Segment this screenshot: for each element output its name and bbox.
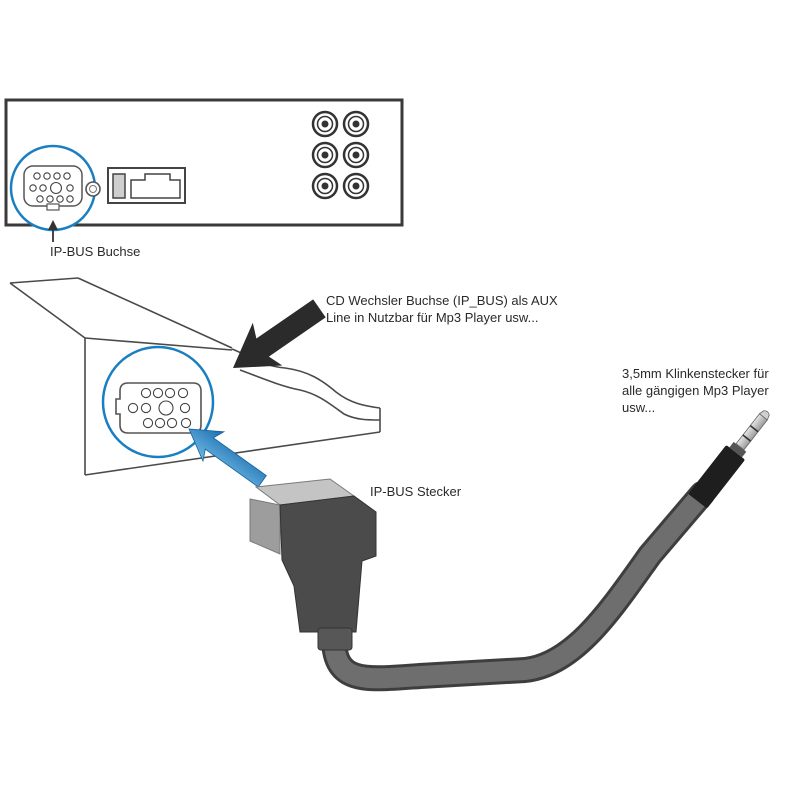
jack-barrel <box>688 445 745 508</box>
connector-pin <box>66 184 74 192</box>
jack-tip-shaft <box>735 413 768 451</box>
iso-connector-left-slot <box>112 173 126 199</box>
label-ipbus-buchse: IP-BUS Buchse <box>50 244 140 259</box>
rca-jack <box>342 172 370 200</box>
rca-jack-center <box>352 151 360 159</box>
iso-power-connector <box>107 167 186 204</box>
screw-hole <box>85 181 101 197</box>
unit-top-left-edge <box>9 282 86 339</box>
ipbus-buchse-pointer-arrow <box>48 220 58 242</box>
connector-pin <box>140 402 152 414</box>
socket-notch <box>46 203 60 211</box>
connector-pin <box>166 417 178 429</box>
rca-jack-center <box>352 120 360 128</box>
screw-hole-inner <box>89 185 97 193</box>
label-cd-wechsler-line2: Line in Nutzbar für Mp3 Player usw... <box>326 310 538 325</box>
plug-left-face <box>249 498 281 555</box>
plug-body <box>279 495 377 633</box>
jack-plug-3-5mm <box>688 410 770 508</box>
cd-changer-pointer-arrow <box>233 299 326 368</box>
rca-jack-inner-ring <box>316 177 334 195</box>
label-klinke-line3: usw... <box>622 400 655 415</box>
jack-ring-insulator <box>742 434 752 442</box>
ipbus-plug <box>249 478 377 651</box>
jack-tip <box>758 410 770 421</box>
connector-pin <box>152 387 164 399</box>
connector-pin <box>36 195 44 203</box>
label-klinke-line2: alle gängigen Mp3 Player <box>622 383 769 398</box>
unit-front-top-edge <box>84 337 233 351</box>
connector-center-pin <box>158 400 174 416</box>
socket-pins <box>29 172 74 203</box>
connector-pin <box>179 402 191 414</box>
connector-pin <box>63 172 71 180</box>
connector-pin <box>53 172 61 180</box>
connector-pin <box>66 195 74 203</box>
connector-pin <box>177 387 189 399</box>
connector-pin <box>154 417 166 429</box>
rca-jack <box>342 141 370 169</box>
connector-pin <box>39 184 47 192</box>
rca-jack-inner-ring <box>347 146 365 164</box>
connector-pin <box>127 402 139 414</box>
rca-jack-center <box>321 151 329 159</box>
connector-pin <box>43 172 51 180</box>
jack-collar <box>729 441 747 458</box>
rca-jack-center <box>352 182 360 190</box>
rca-jack <box>311 110 339 138</box>
connector-pin <box>140 387 152 399</box>
rca-jack-inner-ring <box>316 146 334 164</box>
connector-pin <box>56 195 64 203</box>
unit-cut-edge-lower <box>239 369 381 421</box>
label-cd-wechsler-line1: CD Wechsler Buchse (IP_BUS) als AUX <box>326 293 558 308</box>
pointer-arrow-head <box>48 220 58 230</box>
rca-jack-inner-ring <box>347 115 365 133</box>
aux-cable <box>321 481 715 692</box>
ipbus-socket-top <box>9 144 97 232</box>
connector-pin <box>46 195 54 203</box>
jack-ring-insulator <box>749 424 759 433</box>
rca-jack-inner-ring <box>347 177 365 195</box>
unit-top-back-edge <box>9 277 79 284</box>
connector-pin <box>180 417 192 429</box>
rca-jack-inner-ring <box>316 115 334 133</box>
connector-center-pin <box>49 181 63 195</box>
plug-strain-relief <box>317 627 353 651</box>
radio-back-panel <box>4 98 404 232</box>
connector-pin <box>33 172 41 180</box>
iso-connector-right-slot <box>130 173 181 199</box>
label-ipbus-stecker: IP-BUS Stecker <box>370 484 462 499</box>
rca-jack <box>311 172 339 200</box>
rca-jack-center <box>321 182 329 190</box>
rca-jack <box>342 110 370 138</box>
connector-pin <box>142 417 154 429</box>
socket-pins <box>127 387 192 429</box>
unit-top-right-edge <box>77 277 233 349</box>
connector-pin <box>164 387 176 399</box>
rca-jack-center <box>321 120 329 128</box>
label-klinke-line1: 3,5mm Klinkenstecker für <box>622 366 769 381</box>
connector-pin <box>29 184 37 192</box>
cable-sheath <box>324 484 712 689</box>
ipbus-socket-unit <box>101 345 215 459</box>
cable-outline <box>321 481 715 692</box>
insert-direction-arrow <box>188 428 267 488</box>
rca-jack <box>311 141 339 169</box>
rca-jacks <box>311 110 370 200</box>
